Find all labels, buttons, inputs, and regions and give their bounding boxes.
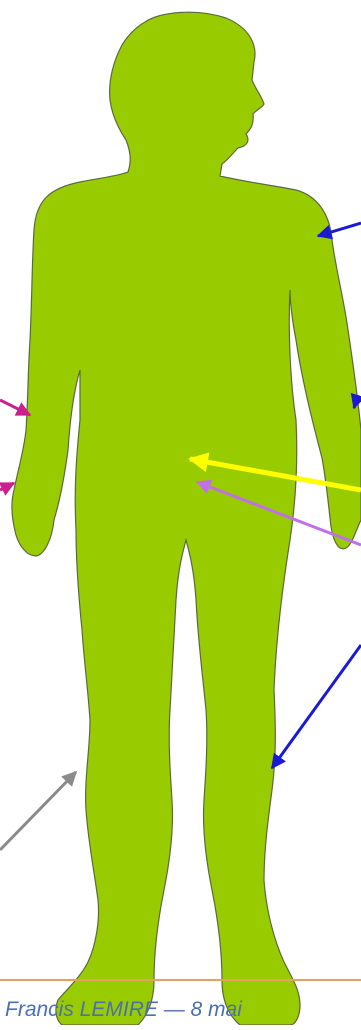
footer-divider [0, 979, 361, 981]
body-silhouette [12, 12, 361, 1025]
arrow-calf [272, 645, 361, 768]
arrow-forearm-left-lower [0, 483, 14, 490]
arrow-leg-gray [0, 772, 76, 850]
arrow-forearm-left-upper [0, 400, 30, 415]
footer-caption: Francis LEMIRE — 8 mai [5, 998, 361, 1022]
